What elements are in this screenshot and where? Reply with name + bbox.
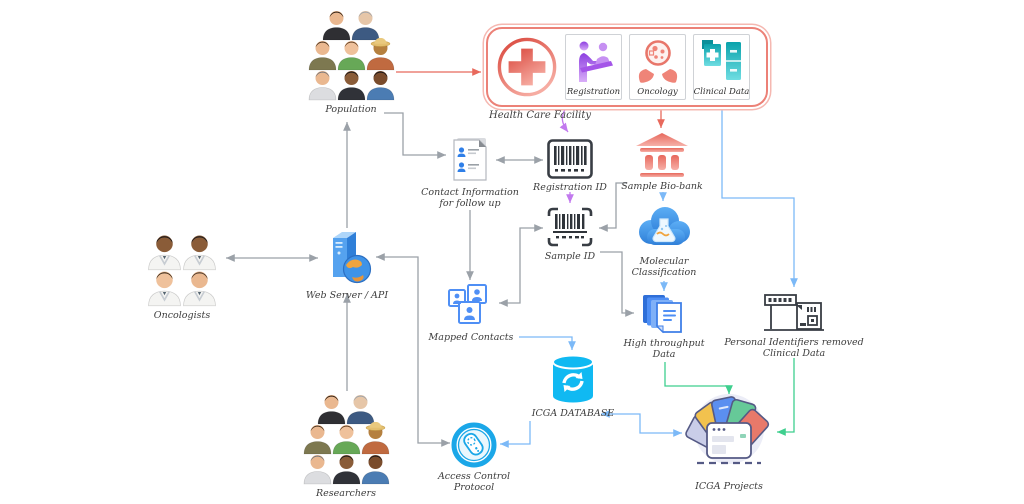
sample-id-node: Sample ID [522,206,618,262]
person-icon [337,41,365,71]
dept-registration: Registration [565,34,622,100]
dept-oncology: Oncology [629,34,686,100]
cloud-flask-icon [639,207,690,245]
connector-database-projects [601,410,682,437]
oncologists-node: Oncologists [130,232,234,321]
person-icon [322,11,351,41]
researchers-label: Researchers [316,488,376,499]
person-icon [183,235,216,271]
person-icon [308,41,336,71]
sample-biobank-label: Sample Bio-bank [621,181,703,192]
medical-cross-icon [497,37,557,97]
population-node: Population [293,8,409,115]
connector-registration-to-registration-id [559,107,569,133]
personal-identifiers-node: Personal Identifiers removed Clinical Da… [699,292,889,359]
high-throughput-node: High throughput Data [608,293,720,360]
registration-id-barcode-icon [547,139,593,179]
person-icon [148,271,181,307]
health-care-facility-box: Registration Oncology [486,27,768,107]
oncology-icon [638,40,677,83]
connector-personal-identifiers-to-projects [777,358,795,436]
connector-sample-id-to-high-throughput [600,251,634,317]
person-icon [183,271,216,307]
molecular-classification-node: Molecular Classification [608,203,720,278]
dept-registration-label: Registration [566,87,621,97]
dept-clinical-data: Clinical Data [693,34,750,100]
person-icon [148,235,181,271]
molecular-classification-label: Molecular Classification [631,256,697,278]
documents-stack-icon [643,295,682,334]
contact-document-icon [453,138,487,181]
person-icon [337,71,365,101]
dept-clinical-data-label: Clinical Data [693,87,750,97]
oncologists-group-icon [147,232,217,307]
server-globe-icon [333,232,372,284]
person-icon [346,395,375,425]
person-icon [366,38,394,71]
connector-biobank-to-sample-id [599,182,627,232]
person-icon [361,455,389,485]
connector-population-to-contact-info [384,112,446,159]
web-server-label: Web Server / API [305,290,389,301]
bank-icon [636,133,688,177]
researchers-group-icon [303,392,390,485]
person-icon [361,422,389,455]
person-icon [308,71,336,101]
projects-folders-icon [685,394,770,465]
contact-info-node: Contact Information for follow up [410,136,530,209]
access-control-label: Access Control Protocol [437,471,511,493]
mapped-contacts-icon [448,284,487,324]
person-icon [332,425,360,455]
mapped-contacts-node: Mapped Contacts [403,283,539,343]
person-icon [366,71,394,101]
anonymizer-machine-icon [764,294,824,331]
sample-id-barcode-icon [547,207,593,247]
clinical-data-icon [701,40,741,80]
connector-mapped-contacts-to-database [519,336,576,350]
connector-web-server-access-control [376,253,450,447]
person-icon [332,455,360,485]
person-icon [317,395,346,425]
population-group-icon [308,8,395,101]
registration-icon [578,41,613,82]
connector-high-throughput-to-projects [664,362,733,394]
dept-oncology-label: Oncology [637,87,678,97]
icga-database-label: ICGA DATABASE [531,408,615,419]
access-control-icon [451,422,497,468]
person-icon [303,455,331,485]
oncologists-label: Oncologists [153,310,211,321]
high-throughput-label: High throughput Data [623,338,705,360]
access-control-node: Access Control Protocol [420,422,528,493]
connector-clinical-data-to-personal-identifiers [721,109,798,287]
sample-id-label: Sample ID [544,251,596,262]
person-icon [303,425,331,455]
connector-sample-id-mapped-contacts [499,224,543,307]
researchers-node: Researchers [288,392,404,499]
personal-identifiers-label: Personal Identifiers removed Clinical Da… [724,337,864,359]
population-label: Population [325,104,377,115]
person-icon [351,11,380,41]
icga-projects-label: ICGA Projects [695,481,763,492]
connector-database-to-access-control [500,421,531,448]
web-server-node: Web Server / API [287,229,407,301]
contact-info-label: Contact Information for follow up [421,187,519,209]
sample-biobank-node: Sample Bio-bank [597,132,727,192]
mapped-contacts-label: Mapped Contacts [428,332,514,343]
registration-id-label: Registration ID [533,182,607,193]
database-icon [552,354,594,403]
facility-label: Health Care Facility [489,110,592,121]
icga-database-node: ICGA DATABASE [505,353,641,419]
icga-projects-node: ICGA Projects [677,388,781,492]
registration-id-node: Registration ID [515,139,625,193]
